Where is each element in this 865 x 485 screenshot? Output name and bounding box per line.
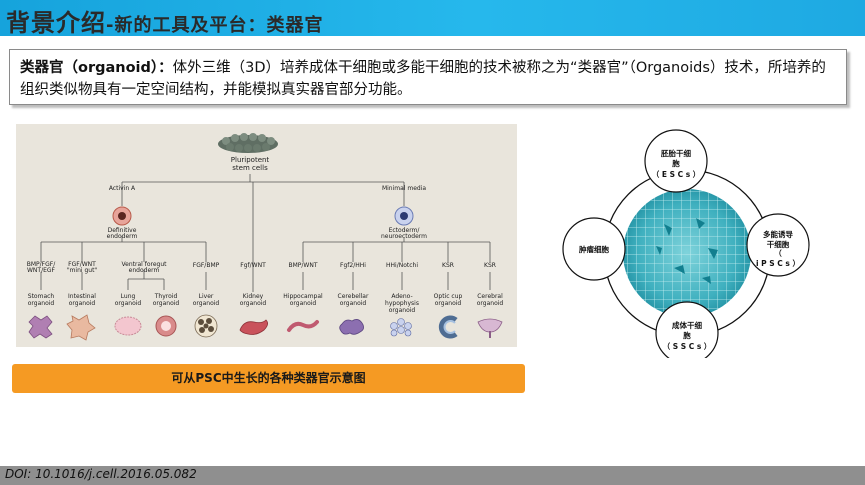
stomach-organoid-icon	[28, 315, 53, 339]
adenohypophysis-organoid-icon	[390, 318, 412, 337]
hippocampal-organoid-icon	[287, 320, 319, 332]
cerebral-organoid-icon	[477, 318, 503, 338]
factor-label: FGF/BMP	[193, 262, 220, 269]
organoid-label: organoid	[115, 300, 142, 307]
optic-cup-organoid-icon	[438, 315, 458, 339]
organoid-lineage-figure: Pluripotent stem cells	[16, 124, 517, 347]
source-ssc-line1: 成体干细	[672, 320, 702, 330]
organoid-label: Stomach	[28, 293, 55, 300]
factor-label: WNT/EGF	[27, 267, 56, 274]
organoid-label: Thyroid	[154, 293, 178, 300]
factor-label: BMP/WNT	[288, 262, 317, 269]
organoid-label: organoid	[193, 300, 220, 307]
organoid-label: organoid	[240, 300, 267, 307]
left-node-label-1: Definitive	[108, 227, 137, 234]
source-ipsc-line4: i P S C s ）	[756, 258, 800, 268]
source-ssc-line3: （ S S C s ）	[663, 341, 712, 351]
cerebellar-organoid-icon	[339, 319, 364, 335]
left-node-label-2: endoderm	[107, 233, 138, 240]
root-label-2: stem cells	[232, 164, 268, 172]
factor-label: Fgf2/HHi	[340, 262, 366, 269]
organoid-label: organoid	[340, 300, 367, 307]
slide-title-main: 背景介绍	[6, 9, 106, 37]
organoid-label: organoid	[69, 300, 96, 307]
organoid-label: Liver	[199, 293, 214, 300]
doi-text: DOI: 10.1016/j.cell.2016.05.082	[5, 467, 197, 481]
organoid-image	[623, 189, 751, 317]
factor-label: Fgf/WNT	[240, 262, 266, 269]
lineage-diagram: Pluripotent stem cells	[27, 133, 504, 341]
source-ipsc-line2: 干细胞	[767, 239, 790, 249]
footer-bar: DOI: 10.1016/j.cell.2016.05.082	[0, 466, 865, 485]
kidney-organoid-icon	[239, 319, 268, 335]
source-circle-esc: 胚胎干细 胞 （ E S C s ）	[644, 129, 708, 193]
organoid-label: Lung	[121, 293, 136, 300]
source-circle-ipsc: 多能诱导 干细胞 （ i P S C s ）	[746, 213, 810, 277]
source-esc-line1: 胚胎干细	[661, 148, 691, 158]
root-label-1: Pluripotent	[231, 156, 270, 164]
thyroid-organoid-icon	[155, 315, 177, 337]
organoid-label: Intestinal	[68, 293, 96, 300]
intestinal-organoid-icon	[66, 314, 96, 341]
branch-lines	[40, 174, 491, 292]
source-ipsc-line1: 多能诱导	[763, 229, 793, 239]
source-circle-ssc: 成体干细 胞 （ S S C s ）	[655, 301, 719, 358]
factor-label: KSR	[442, 262, 454, 269]
factor-label: HHi/Notchi	[386, 262, 418, 269]
stem-cell-cluster-icon	[218, 133, 278, 153]
liver-organoid-icon	[194, 314, 218, 338]
factor-label: BMP/FGF/	[27, 261, 56, 268]
left-branch-label: Activin A	[109, 185, 136, 192]
organoid-label: organoid	[477, 300, 504, 307]
stem-cell-sources-diagram: 胚胎干细 胞 （ E S C s ） 肿瘤细胞 多能诱导 干细胞 （ i P S…	[562, 129, 810, 358]
source-tumor-line1: 肿瘤细胞	[578, 244, 609, 254]
factor-label: FGF/WNT	[68, 261, 96, 268]
organoid-label: organoid	[435, 300, 462, 307]
right-branch-label: Minimal media	[382, 185, 426, 192]
slide-title-sub: -新的工具及平台：类器官	[106, 15, 324, 36]
factor-label: "mini gut"	[67, 267, 98, 274]
source-esc-line2: 胞	[671, 158, 680, 168]
source-esc-line3: （ E S C s ）	[652, 169, 701, 179]
definition-box: 类器官（organoid）：体外三维（3D）培养成体干细胞或多能干细胞的技术被称…	[9, 49, 847, 105]
ectoderm-cell-icon	[394, 206, 414, 226]
organoid-label: hypophysis	[385, 300, 419, 307]
definition-term: 类器官（organoid）：	[20, 60, 173, 76]
organoid-label: Cerebral	[477, 293, 503, 300]
organoid-label: Adeno-	[391, 293, 412, 300]
organoid-label: Cerebellar	[338, 293, 369, 300]
organoid-label: organoid	[153, 300, 180, 307]
organoid-label: Optic cup	[434, 293, 463, 300]
lung-organoid-icon	[114, 316, 142, 336]
organoid-label: Kidney	[243, 293, 264, 300]
organoid-label: organoid	[389, 307, 416, 314]
organoid-label: organoid	[290, 300, 317, 307]
source-ipsc-line3: （	[774, 248, 782, 258]
figure-caption: 可从PSC中生长的各种类器官示意图	[12, 364, 525, 393]
source-ssc-line2: 胞	[682, 330, 691, 340]
factor-label: endoderm	[129, 267, 160, 274]
right-node-label-2: neuroectoderm	[381, 233, 427, 240]
right-node-label-1: Ectoderm/	[389, 227, 421, 234]
factor-label: KSR	[484, 262, 496, 269]
endoderm-cell-icon	[112, 206, 132, 226]
title-bar: 背景介绍-新的工具及平台：类器官	[0, 0, 865, 38]
definition-text: 体外三维（3D）培养成体干细胞或多能干细胞的技术被称之为“类器官”（Organo…	[20, 60, 826, 98]
factor-label: Ventral foregut	[122, 261, 168, 268]
source-circle-tumor: 肿瘤细胞	[562, 217, 626, 281]
slide-title: 背景介绍-新的工具及平台：类器官	[6, 3, 323, 38]
organoid-label: Hippocampal	[283, 293, 323, 300]
organoid-label: organoid	[28, 300, 55, 307]
